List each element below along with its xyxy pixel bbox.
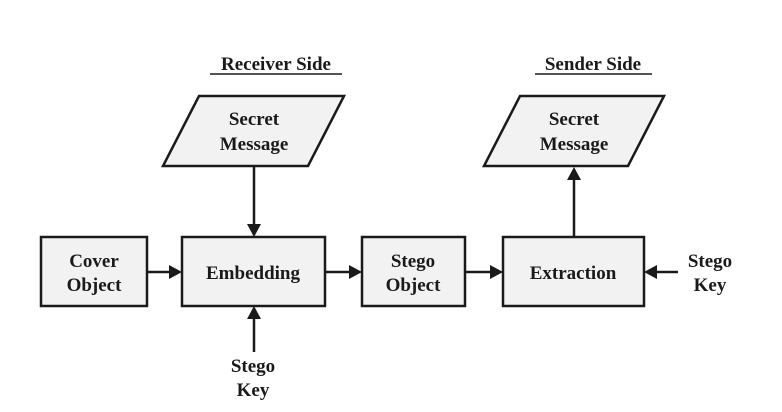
secret-message-output-shape [481, 94, 667, 168]
extraction-box: Extraction [501, 235, 646, 308]
embedding-rect [180, 235, 327, 308]
cover-object-box: Cover Object [39, 235, 149, 308]
cover-object-line2: Object [67, 275, 123, 296]
extraction-rect [501, 235, 646, 308]
secret-message-input-shape [160, 94, 347, 168]
secret-message-input: Secret Message [160, 94, 347, 168]
arrow-extraction-to-secret [567, 167, 581, 237]
arrow-stego-to-extraction [466, 265, 503, 279]
arrow-head-up [247, 306, 261, 319]
stego-key-embedding: Stego Key [231, 356, 275, 401]
secret-message-output-line1: Secret [549, 109, 600, 130]
arrow-key-to-embedding [247, 306, 261, 352]
secret-message-output: Secret Message [481, 94, 667, 168]
arrow-head-left [644, 265, 657, 279]
embedding-box: Embedding [180, 235, 327, 308]
secret-message-output-line2: Message [540, 134, 609, 155]
arrow-embedding-to-stego [326, 265, 362, 279]
stego-key-embedding-line1: Stego [231, 356, 275, 377]
arrow-head-down [247, 224, 261, 237]
cover-object-line1: Cover [69, 251, 119, 272]
stego-key-extraction-line2: Key [694, 275, 727, 296]
arrow-head-right [490, 265, 503, 279]
stego-key-extraction: Stego Key [688, 251, 732, 296]
receiver-side-heading: Receiver Side [221, 54, 331, 75]
secret-message-input-line2: Message [220, 134, 289, 155]
extraction-label: Extraction [530, 263, 617, 284]
stego-object-line1: Stego [391, 251, 435, 272]
arrow-head-up [567, 167, 581, 180]
cover-object-rect [39, 235, 149, 308]
sender-side-heading: Sender Side [545, 54, 641, 75]
stego-object-rect [360, 235, 467, 308]
stego-object-box: Stego Object [360, 235, 467, 308]
arrow-head-right [349, 265, 362, 279]
stego-key-extraction-line1: Stego [688, 251, 732, 272]
arrow-key-to-extraction [644, 265, 678, 279]
secret-message-input-line1: Secret [229, 109, 280, 130]
arrow-secret-to-embedding [247, 167, 261, 237]
arrow-cover-to-embedding [148, 265, 182, 279]
stego-key-embedding-line2: Key [237, 380, 270, 401]
arrow-head-right [169, 265, 182, 279]
stego-object-line2: Object [386, 275, 442, 296]
embedding-label: Embedding [206, 263, 300, 284]
